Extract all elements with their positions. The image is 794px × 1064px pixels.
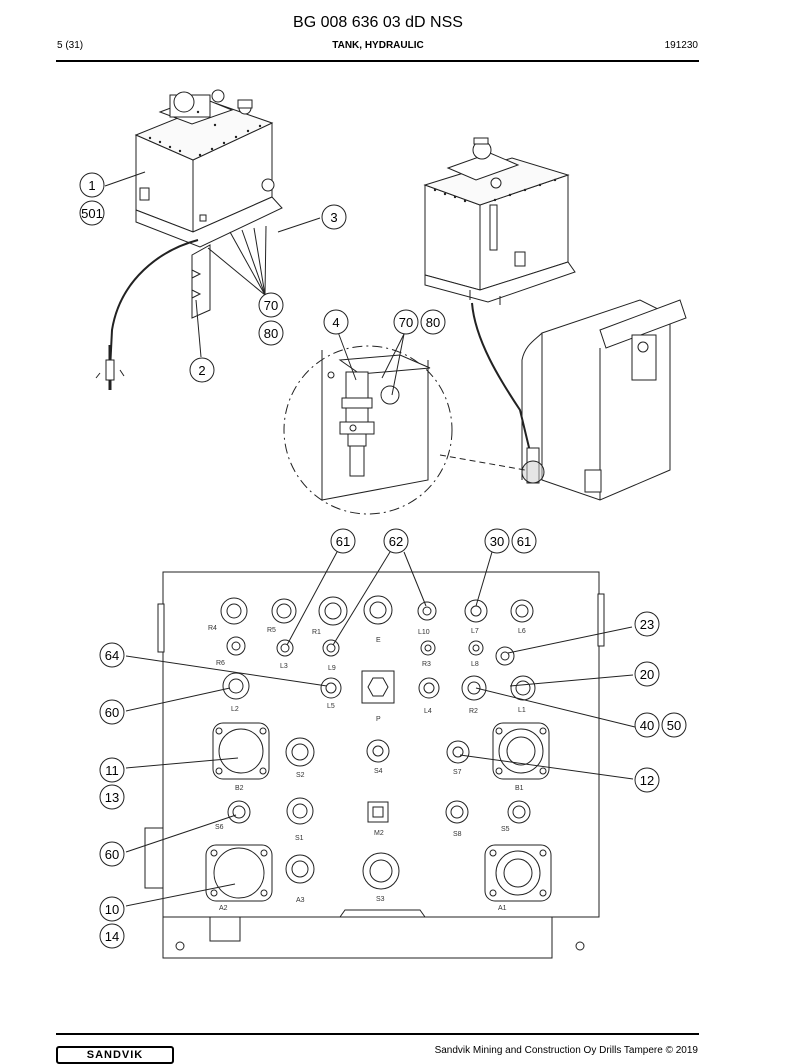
svg-text:20: 20 (640, 667, 654, 682)
callout-4: 4 (323, 309, 349, 335)
svg-text:70: 70 (264, 298, 278, 313)
port-label: R1 (312, 629, 321, 636)
port-label: S5 (501, 826, 510, 833)
port-label: L7 (471, 628, 479, 635)
callout-61: 61 (330, 528, 356, 554)
port-label: S4 (374, 768, 383, 775)
port-label: B2 (235, 785, 244, 792)
port-label: L5 (327, 703, 335, 710)
svg-text:2: 2 (198, 363, 205, 378)
port-label: L2 (231, 706, 239, 713)
port-label: S3 (376, 896, 385, 903)
callout-10: 10 (99, 896, 125, 922)
callout-501: 501 (79, 200, 105, 226)
port-label: S7 (453, 769, 462, 776)
svg-text:3: 3 (330, 210, 337, 225)
svg-text:12: 12 (640, 773, 654, 788)
leader-lines (125, 551, 636, 907)
callout-13: 13 (99, 784, 125, 810)
port-labels: R4 R5 R1 E L10 L7 L6 R6 L3 L9 R3 L8 L2 L… (208, 625, 526, 912)
svg-text:80: 80 (426, 315, 440, 330)
page-number: 5 (31) (57, 40, 84, 51)
port-label: L10 (418, 629, 430, 636)
port-label: R5 (267, 627, 276, 634)
port-label: S6 (215, 824, 224, 831)
svg-text:501: 501 (81, 206, 103, 221)
section-title: TANK, HYDRAULIC (332, 40, 424, 51)
port-label: R2 (469, 708, 478, 715)
port-label: A3 (296, 897, 305, 904)
callouts: 1 501 3 70 80 2 4 70 80 61 62 30 61 23 6… (79, 172, 687, 949)
port-label: R6 (216, 660, 225, 667)
svg-text:10: 10 (105, 902, 119, 917)
svg-text:62: 62 (389, 534, 403, 549)
port-label: R4 (208, 625, 217, 632)
svg-text:64: 64 (105, 648, 119, 663)
document-date: 191230 (664, 40, 698, 51)
svg-text:61: 61 (517, 534, 531, 549)
callout-70-detail: 70 (393, 309, 419, 335)
tank-assembly-right (423, 137, 687, 501)
callout-62: 62 (383, 528, 409, 554)
svg-text:61: 61 (336, 534, 350, 549)
footer-rule (56, 1033, 699, 1035)
callout-60: 60 (99, 699, 125, 725)
port-label: L4 (424, 708, 432, 715)
port-label: E (376, 637, 381, 644)
header-rule (56, 60, 699, 62)
sandvik-logo: SANDVIK (56, 1046, 174, 1064)
detail-view (283, 331, 526, 515)
callout-12: 12 (634, 767, 660, 793)
port-label: L1 (518, 707, 526, 714)
callout-2: 2 (189, 357, 215, 383)
port-label: L6 (518, 628, 526, 635)
technical-drawing: R4 R5 R1 E L10 L7 L6 R6 L3 L9 R3 L8 L2 L… (79, 89, 687, 959)
manifold-ports (205, 595, 552, 902)
svg-text:40: 40 (640, 718, 654, 733)
callout-14: 14 (99, 923, 125, 949)
svg-text:30: 30 (490, 534, 504, 549)
svg-text:60: 60 (105, 705, 119, 720)
callout-60b: 60 (99, 841, 125, 867)
callout-23: 23 (634, 611, 660, 637)
tank-assembly-left (95, 89, 321, 390)
callout-20: 20 (634, 661, 660, 687)
svg-text:1: 1 (88, 178, 95, 193)
callout-50: 50 (661, 712, 687, 738)
port-label: B1 (515, 785, 524, 792)
port-label: L3 (280, 663, 288, 670)
svg-text:4: 4 (332, 315, 339, 330)
svg-text:70: 70 (399, 315, 413, 330)
port-label: S8 (453, 831, 462, 838)
port-label: L8 (471, 661, 479, 668)
svg-text:60: 60 (105, 847, 119, 862)
document-title: BG 008 636 03 dD NSS (293, 14, 463, 31)
port-label: S2 (296, 772, 305, 779)
callout-80-detail: 80 (420, 309, 446, 335)
svg-text:80: 80 (264, 326, 278, 341)
callout-3: 3 (321, 204, 347, 230)
port-label: M2 (374, 830, 384, 837)
callout-70: 70 (258, 292, 284, 318)
port-label: P (376, 716, 381, 723)
port-label: A1 (498, 905, 507, 912)
callout-1: 1 (79, 172, 105, 198)
callout-64: 64 (99, 642, 125, 668)
callout-30: 30 (484, 528, 510, 554)
footer-copyright: Sandvik Mining and Construction Oy Drill… (434, 1045, 698, 1056)
svg-text:13: 13 (105, 790, 119, 805)
callout-11: 11 (99, 757, 125, 783)
port-label: R3 (422, 661, 431, 668)
callout-40: 40 (634, 712, 660, 738)
callout-61b: 61 (511, 528, 537, 554)
svg-text:23: 23 (640, 617, 654, 632)
svg-text:50: 50 (667, 718, 681, 733)
port-label: L9 (328, 665, 336, 672)
port-label: S1 (295, 835, 304, 842)
svg-text:11: 11 (105, 763, 119, 778)
callout-80: 80 (258, 320, 284, 346)
svg-text:14: 14 (105, 929, 119, 944)
port-label: A2 (219, 905, 228, 912)
